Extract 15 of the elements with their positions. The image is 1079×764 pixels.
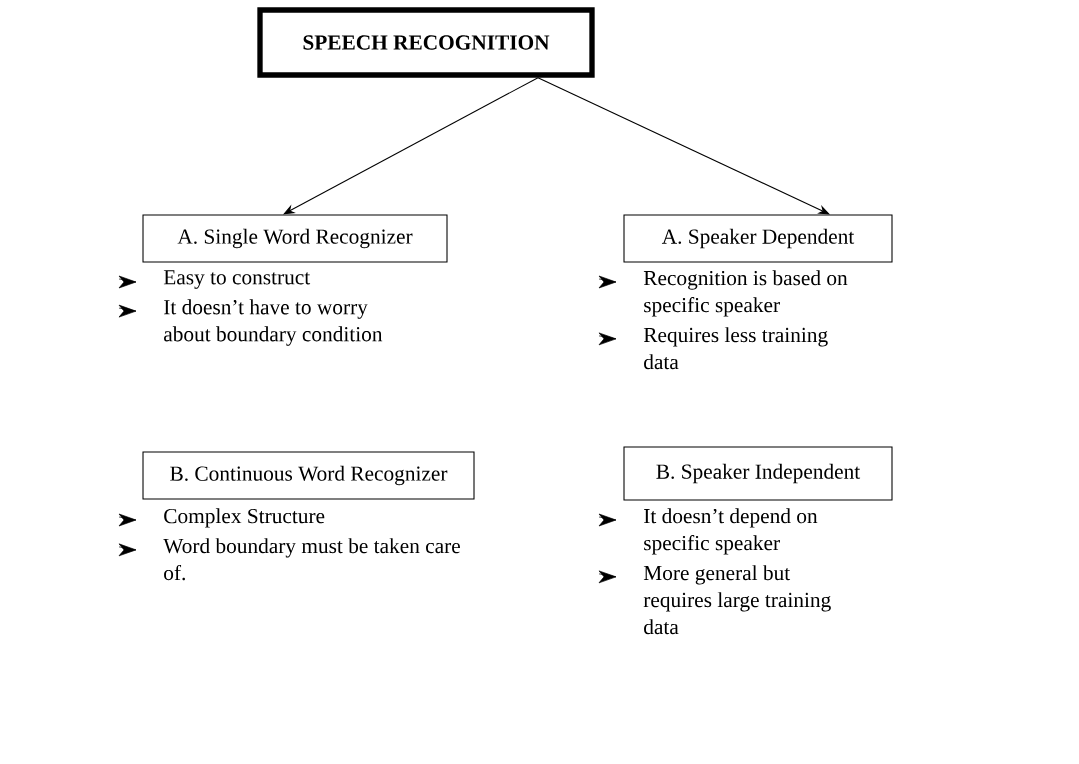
bullet-text: Word boundary must be taken care of. (163, 538, 460, 581)
arrow (537, 77, 830, 215)
category-box: A. Single Word Recognizer (142, 214, 448, 263)
category-box: B. Continuous Word Recognizer (142, 451, 475, 500)
title-box: SPEECH RECOGNITION (257, 7, 595, 78)
bullet-text: It doesn’t have to worry about boundary condition (164, 299, 383, 346)
bullet-text: Recognition is based on specific speaker (643, 270, 848, 317)
arrow (283, 77, 539, 215)
bullet-text: More general but requires large training data (643, 565, 831, 635)
bullet-text: Requires less training data (643, 327, 828, 370)
bullet-text: Easy to construct (163, 270, 311, 289)
category-box: B. Speaker Independent (623, 446, 893, 501)
bullet-text: Complex Structure (164, 508, 325, 528)
bullet-text: It doesn’t depend on specific speaker (644, 508, 818, 555)
category-box: A. Speaker Dependent (623, 214, 893, 263)
